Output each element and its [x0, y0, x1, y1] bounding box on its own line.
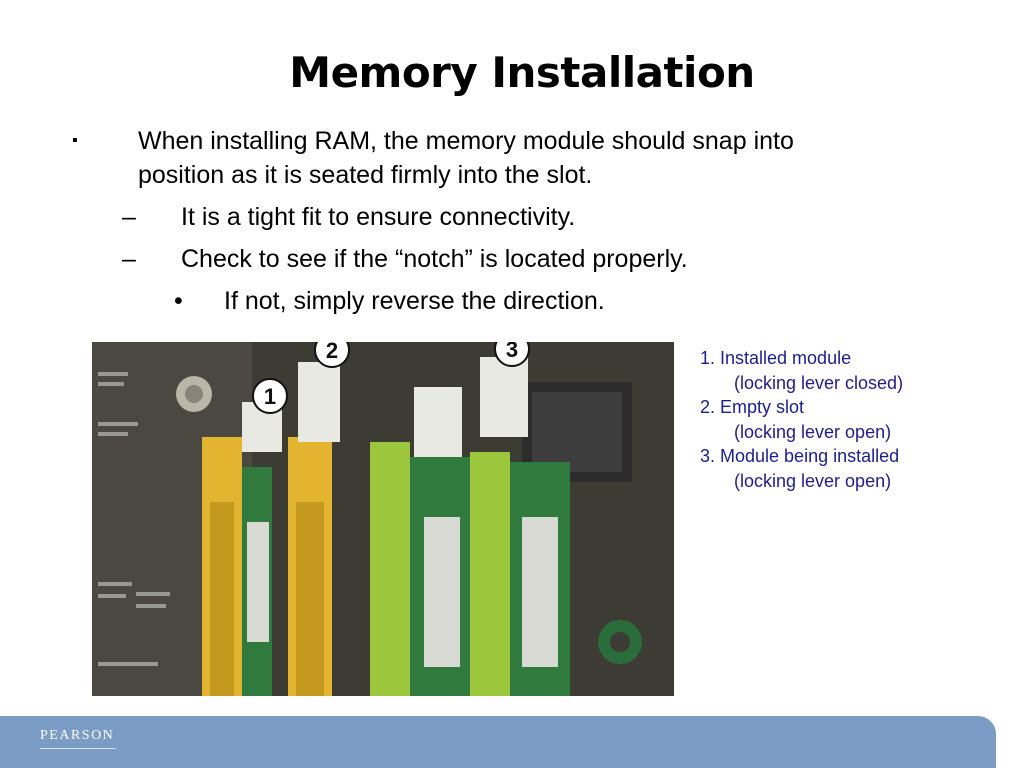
- legend-item-1-note: (locking lever closed): [734, 372, 904, 393]
- legend-item-1: 1. Installed module: [700, 348, 852, 368]
- bullet-1-line-1: When installing RAM, the memory module s…: [138, 127, 794, 155]
- legend-item-2: 2. Empty slot: [700, 397, 805, 418]
- legend-item-3-note: (locking lever open): [734, 470, 892, 491]
- green-dimm-slot: [470, 452, 510, 696]
- logo-underline: [40, 748, 116, 749]
- callout-3-label: 3: [506, 342, 518, 362]
- sub-bullet-1: It is a tight fit to ensure connectivity…: [181, 203, 576, 231]
- locking-lever: [414, 387, 462, 457]
- legend-item-3: 3. Module being installed: [700, 446, 900, 467]
- sub-bullet-2: Check to see if the “notch” is located p…: [181, 245, 688, 273]
- callout-2: [314, 342, 350, 368]
- photo-legend: 1. Installed module (locking lever close…: [700, 346, 903, 494]
- dash-bullet-icon: –: [122, 203, 136, 231]
- pearson-logo: PEARSON: [40, 728, 115, 743]
- callout-1: [252, 378, 288, 414]
- green-dimm-slot: [370, 442, 410, 696]
- bullet-1-line-2: position as it is seated firmly into the…: [138, 161, 593, 189]
- dash-bullet-icon: –: [122, 245, 136, 273]
- dot-bullet-icon: •: [174, 287, 183, 315]
- legend-item-2-note: (locking lever open): [734, 421, 892, 442]
- sub-sub-bullet-1: If not, simply reverse the direction.: [224, 287, 605, 315]
- motherboard-illustration: 1 2 3: [92, 342, 674, 696]
- callout-1-label: 1: [264, 384, 276, 409]
- square-bullet-icon: ▪: [72, 132, 78, 149]
- slide-title: Memory Installation: [289, 48, 755, 97]
- locking-lever: [480, 357, 528, 437]
- callout-3: [494, 342, 530, 367]
- memory-slot-photo: 1 2 3: [92, 342, 674, 696]
- footer-bar: [0, 716, 996, 768]
- callout-2-label: 2: [326, 342, 338, 363]
- locking-lever: [298, 362, 340, 442]
